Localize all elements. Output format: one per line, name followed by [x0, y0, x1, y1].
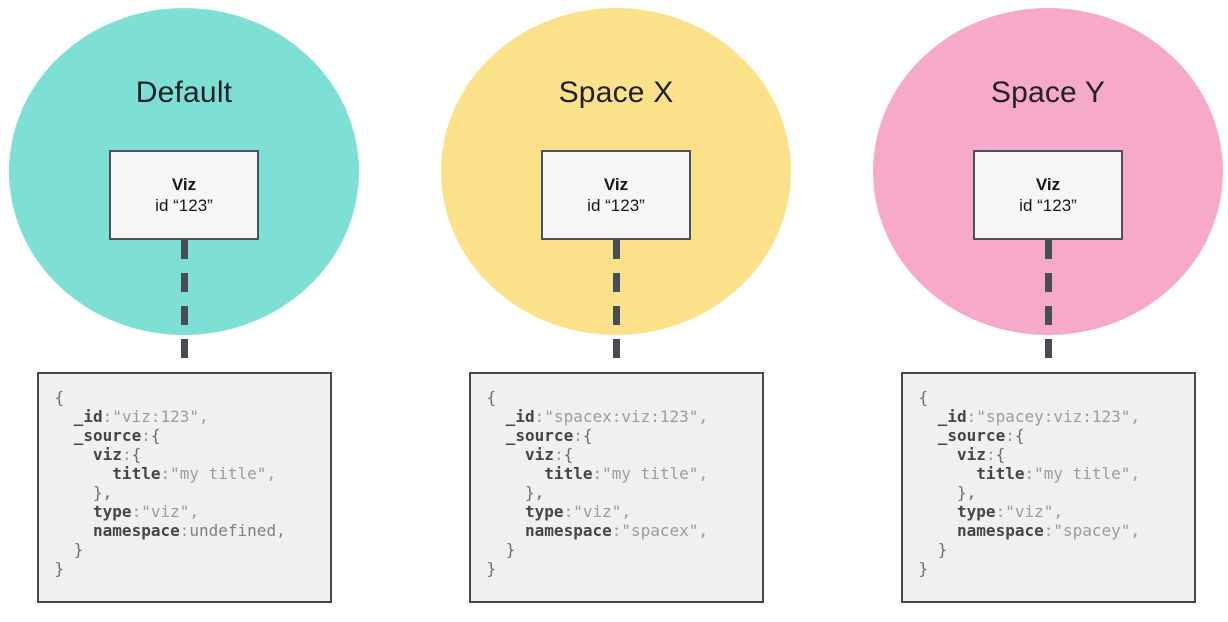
viz-box-id: id “123” — [587, 195, 645, 215]
viz-box: Viz id “123” — [973, 150, 1123, 240]
saved-object-document-box: { _id:"spacex:viz:123", _source:{ viz:{ … — [468, 372, 764, 603]
dashed-connector-line — [180, 240, 188, 373]
dashed-connector-line — [1044, 240, 1052, 373]
space-title: Default — [135, 76, 233, 109]
viz-box-title: Viz — [603, 174, 629, 194]
viz-box: Viz id “123” — [109, 150, 259, 240]
document-json-code: { _id:"spacey:viz:123", _source:{ viz:{ … — [918, 388, 1141, 578]
viz-box-id: id “123” — [1019, 195, 1077, 215]
saved-object-document-box: { _id:"spacey:viz:123", _source:{ viz:{ … — [900, 372, 1196, 603]
document-json-code: { _id:"viz:123", _source:{ viz:{ title:"… — [54, 388, 286, 578]
space-title: Space X — [558, 76, 674, 109]
dashed-connector-line — [612, 240, 620, 373]
document-json-code: { _id:"spacex:viz:123", _source:{ viz:{ … — [486, 388, 709, 578]
saved-object-document-box: { _id:"viz:123", _source:{ viz:{ title:"… — [36, 372, 332, 603]
space-title: Space Y — [990, 76, 1106, 109]
viz-box-title: Viz — [1035, 174, 1061, 194]
viz-box-title: Viz — [171, 174, 197, 194]
viz-box: Viz id “123” — [541, 150, 691, 240]
viz-box-id: id “123” — [155, 195, 213, 215]
